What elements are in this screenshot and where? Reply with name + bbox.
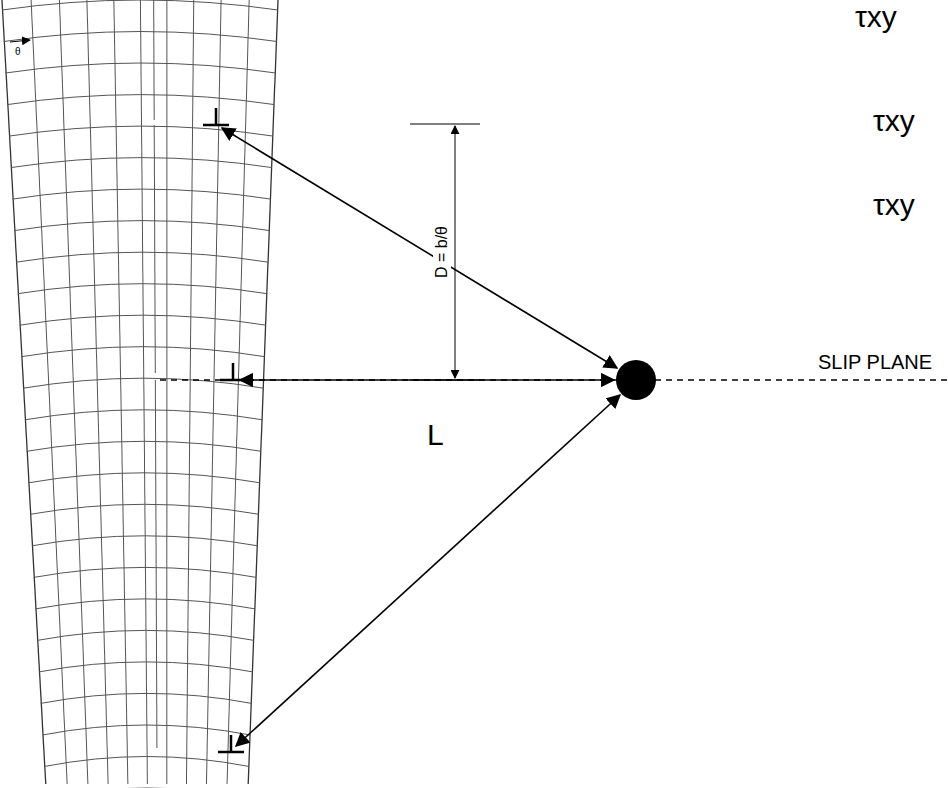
theta-arrow bbox=[10, 40, 30, 42]
dislocation-symbols bbox=[203, 108, 246, 752]
dimension-label: D = b/θ bbox=[433, 224, 451, 280]
slip-plane-line bbox=[160, 379, 948, 381]
shear-stress-label: τxy bbox=[873, 190, 915, 220]
angle-label: θ bbox=[13, 46, 23, 58]
distance-label: L bbox=[427, 420, 444, 450]
dimension-line bbox=[410, 124, 480, 380]
shear-stress-label: τxy bbox=[873, 106, 915, 136]
lattice-grid bbox=[2, 0, 278, 788]
slip-plane-label: SLIP PLANE bbox=[818, 352, 932, 372]
distance-arrows bbox=[222, 128, 620, 746]
solute-atom bbox=[616, 360, 656, 400]
shear-stress-label: τxy bbox=[855, 2, 897, 32]
